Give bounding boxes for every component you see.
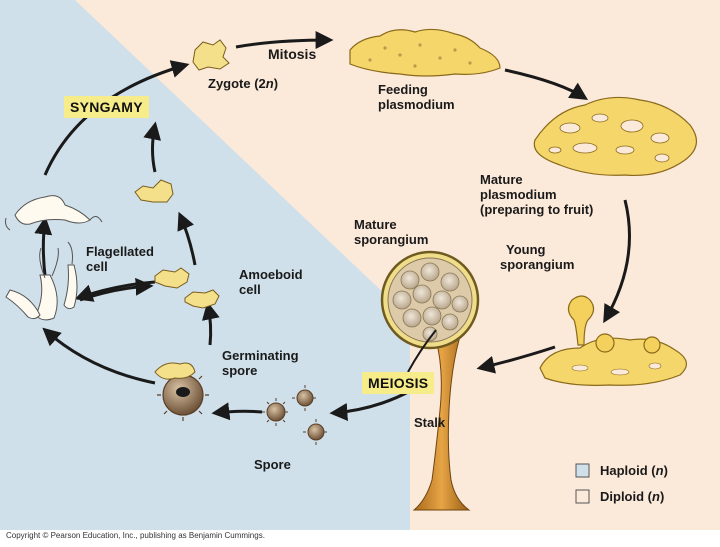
arrow-germ-to-amoeboid xyxy=(201,301,220,346)
syngamy-tag: SYNGAMY xyxy=(64,96,149,118)
arrow-to-mature-sporangium xyxy=(476,345,556,374)
arrow-to-amoeboid xyxy=(79,277,154,302)
diploid-swatch xyxy=(575,489,590,504)
amoeboid-cell-3 xyxy=(134,179,174,203)
copyright-notice: Copyright © Pearson Education, Inc., pub… xyxy=(6,531,265,540)
label-amoeboid-cell: Amoeboid cell xyxy=(239,267,303,297)
stalk xyxy=(412,339,471,511)
meiosis-pointer xyxy=(407,329,437,373)
amoeboid-cell-2 xyxy=(184,289,220,309)
mature-plasmodium-holes xyxy=(548,113,670,163)
amoeboid-cell-1 xyxy=(154,267,190,289)
young-sporangium xyxy=(567,295,595,346)
label-mature-sporangium: Mature sporangium xyxy=(354,217,429,247)
haploid-swatch xyxy=(575,463,590,478)
arrow-germ-to-flagellated xyxy=(42,327,156,385)
label-mature-plasmodium: Mature plasmodium (preparing to fruit) xyxy=(480,172,594,217)
arrow-amoeba-to-syngamy xyxy=(143,121,162,173)
label-spore: Spore xyxy=(254,457,291,472)
arrow-spore-to-germinating xyxy=(211,402,263,421)
meiosis-tag: MEIOSIS xyxy=(362,372,435,394)
flagellated-cells xyxy=(5,195,103,321)
label-flagellated-cell: Flagellated cell xyxy=(86,244,154,274)
sporangium-spores xyxy=(392,262,469,342)
label-germinating-spore: Germinating spore xyxy=(222,348,299,378)
germinating-amoeba xyxy=(154,362,196,380)
feeding-plasmodium-dots xyxy=(368,43,472,68)
arrow-mitosis xyxy=(235,31,334,50)
label-stalk: Stalk xyxy=(414,415,446,430)
label-zygote: Zygote (2n) xyxy=(208,76,279,91)
arrow-feeding-to-mature xyxy=(504,68,589,100)
legend-haploid: Haploid (n) xyxy=(600,463,668,478)
zygote xyxy=(192,39,230,71)
label-young-sporangium: Young sporangium xyxy=(500,242,575,272)
label-mitosis: Mitosis xyxy=(268,46,317,62)
legend-diploid: Diploid (n) xyxy=(600,489,665,504)
label-feeding-plasmodium: Feeding plasmodium xyxy=(378,82,455,112)
feeding-plasmodium xyxy=(349,28,501,77)
footer-strip xyxy=(0,530,720,547)
arrow-amoeboid-up xyxy=(177,211,197,266)
arrow-to-young-sporangium xyxy=(603,199,631,324)
